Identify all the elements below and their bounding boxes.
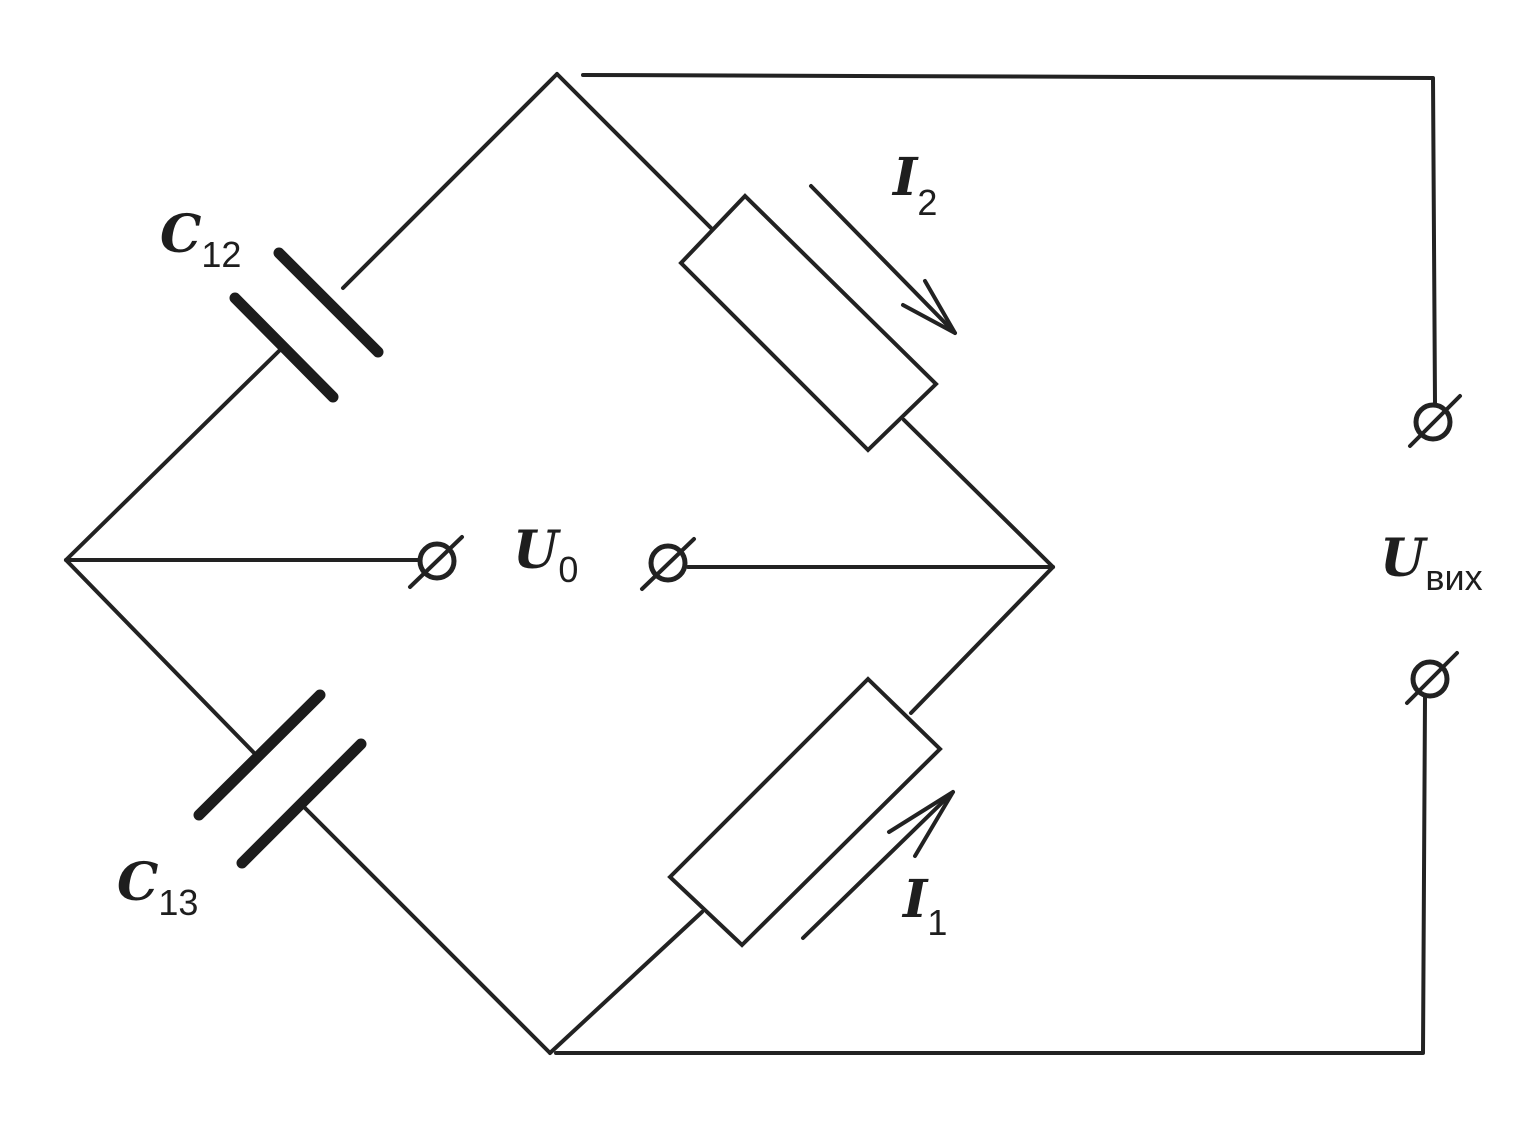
terminal-output-top-circle (1413, 402, 1453, 442)
capacitor-c13-plate-outer (193, 689, 326, 821)
label-uout-symbol: U (1380, 528, 1428, 589)
label-c12: C12 (160, 204, 241, 275)
label-i1-subscript: 1 (927, 902, 947, 943)
capacitor-c13 (193, 689, 367, 869)
capacitor-c12 (229, 247, 384, 403)
wire-top-output (581, 73, 1437, 406)
wire-bottom-output (554, 695, 1427, 1055)
label-i2: I2 (891, 147, 937, 223)
resistor-r1-body (667, 676, 943, 948)
terminal-u0-right (640, 537, 696, 591)
label-i1-symbol: I (901, 869, 929, 930)
resistor-r2-body (678, 193, 939, 453)
capacitor-c13-plate-inner (236, 738, 367, 869)
wire-c12-left (64, 348, 282, 562)
current-arrow-i1 (801, 790, 955, 940)
label-u0: U0 (513, 520, 578, 590)
label-uout-subscript: вих (1425, 557, 1482, 598)
wire-right-r1 (909, 565, 1055, 715)
label-c13: C13 (117, 852, 198, 923)
terminal-output-bottom-circle (1410, 659, 1450, 699)
wire-top-r2 (555, 72, 713, 230)
terminal-u0-right-circle (648, 543, 688, 583)
label-c13-subscript: 13 (158, 882, 198, 923)
terminal-u0-right-slash (640, 537, 696, 591)
wire-c13-bottom (301, 804, 552, 1055)
label-u0-subscript: 0 (558, 549, 578, 590)
current-arrow-i2 (809, 184, 957, 335)
resistor-r1 (667, 676, 943, 948)
current-arrow-i2-head (901, 279, 957, 335)
wire-left-c13 (64, 558, 260, 759)
label-i2-symbol: I (891, 147, 919, 208)
capacitor-c12-plate-outer (273, 247, 384, 358)
wire-r2-right (902, 418, 1055, 569)
terminal-output-bottom (1405, 651, 1459, 705)
label-i2-subscript: 2 (917, 182, 937, 223)
capacitor-c12-plate-inner (229, 292, 339, 403)
terminal-output-top (1408, 394, 1462, 448)
resistor-r2 (678, 193, 939, 453)
label-c13-symbol: C (117, 852, 158, 913)
wire-r1-bottom (548, 910, 704, 1055)
current-arrow-i1-shaft (801, 790, 955, 940)
current-arrow-i1-head (887, 790, 955, 858)
label-i1: I1 (901, 869, 947, 943)
current-arrow-i2-shaft (809, 184, 957, 335)
label-c12-symbol: C (160, 204, 201, 265)
terminal-u0-left-circle (417, 541, 457, 581)
terminal-output-bottom-slash (1405, 651, 1459, 705)
label-uout: Uвих (1380, 528, 1483, 598)
bridge-wires (64, 72, 1437, 1055)
terminal-u0-left-slash (408, 535, 464, 589)
label-c12-subscript: 12 (201, 234, 241, 275)
terminal-u0-left (408, 535, 464, 589)
wire-top-c12 (341, 72, 559, 290)
label-u0-symbol: U (513, 520, 561, 581)
terminal-output-top-slash (1408, 394, 1462, 448)
